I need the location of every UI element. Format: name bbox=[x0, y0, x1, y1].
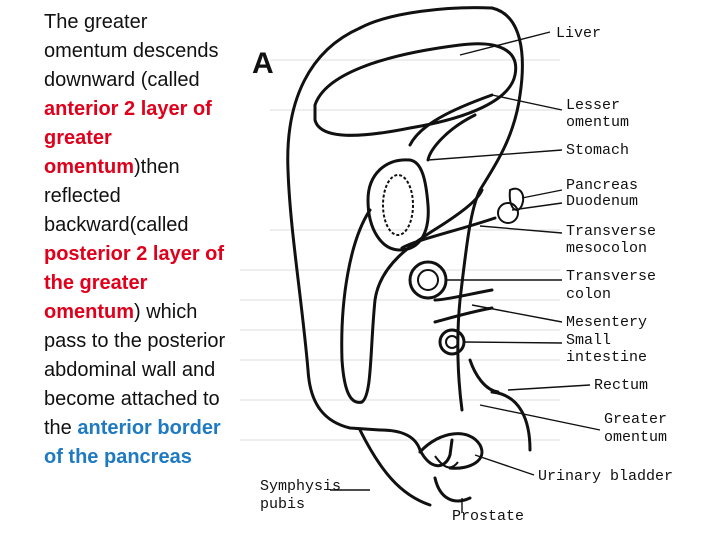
mesentery-leader bbox=[471, 304, 563, 323]
liver-leader bbox=[459, 31, 551, 56]
pelvic-line bbox=[468, 358, 500, 394]
label-symphysis-pubis-1: Symphysis bbox=[260, 478, 341, 495]
greater-omentum-anterior bbox=[340, 208, 372, 404]
label-pancreas: Pancreas bbox=[566, 177, 638, 194]
transverse-mesocolon-line bbox=[400, 216, 497, 250]
pancreas-leader bbox=[521, 189, 563, 199]
description-plain-1: The greater omentum descends downward (c… bbox=[44, 11, 219, 91]
diaphragm-line bbox=[358, 6, 494, 30]
posterior-layer-highlight: posterior 2 layer of the greater omentum bbox=[44, 243, 225, 323]
bladder-detail bbox=[434, 455, 459, 469]
organ-details bbox=[382, 174, 525, 469]
rectum-leader bbox=[507, 384, 591, 391]
stomach-inner bbox=[382, 174, 414, 236]
label-prostate: Prostate bbox=[452, 508, 524, 525]
description-text: The greater omentum descends downward (c… bbox=[44, 8, 234, 472]
duodenum-leader bbox=[511, 202, 563, 211]
prostate-shape bbox=[433, 476, 472, 503]
small-intestine-leader bbox=[463, 341, 563, 344]
label-liver: Liver bbox=[556, 25, 601, 42]
lesser-omentum-leader bbox=[491, 94, 563, 111]
peritoneal-outline bbox=[286, 6, 532, 507]
pancreas-shape bbox=[508, 187, 525, 211]
label-mesentery: Mesentery bbox=[566, 314, 647, 331]
label-lesser-omentum-1: Lesser bbox=[566, 97, 620, 114]
transverse-colon-lumen bbox=[417, 269, 439, 291]
description-plain-2: )then reflected backward(called bbox=[44, 156, 189, 236]
pelvic-floor-line bbox=[358, 428, 432, 507]
liver-shape bbox=[313, 42, 518, 137]
leader-lines bbox=[330, 31, 601, 513]
stomach-outer bbox=[366, 158, 430, 252]
diagram-svg: A Liver Lesser omentum Stomach Pancreas … bbox=[240, 6, 673, 525]
urinary-bladder-leader bbox=[474, 454, 535, 476]
rectum-line bbox=[490, 390, 532, 452]
urinary-bladder-shape bbox=[418, 432, 484, 470]
label-rectum: Rectum bbox=[594, 377, 648, 394]
greater-omentum-leader bbox=[479, 404, 601, 431]
description-plain-3: ) which pass to the posterior abdominal … bbox=[44, 301, 226, 439]
label-small-intestine-1: Small bbox=[566, 332, 611, 349]
mesentery-line bbox=[433, 288, 494, 302]
label-transverse-colon-1: Transverse bbox=[566, 268, 656, 285]
posterior-wall-line bbox=[456, 6, 524, 412]
figure-letter: A bbox=[252, 47, 274, 80]
mesentery-line-2 bbox=[433, 306, 494, 324]
label-greater-omentum-1: Greater bbox=[604, 411, 667, 428]
greater-omentum-posterior bbox=[360, 188, 484, 404]
lesser-omentum-line-2 bbox=[426, 113, 477, 162]
pancreas-border-highlight: anterior border of the pancreas bbox=[44, 417, 221, 468]
duodenum-ring bbox=[497, 202, 519, 224]
label-lesser-omentum-2: omentum bbox=[566, 114, 629, 131]
label-transverse-mesocolon-2: mesocolon bbox=[566, 240, 647, 257]
label-duodenum: Duodenum bbox=[566, 193, 638, 210]
transverse-colon-ring bbox=[408, 260, 448, 300]
lesser-omentum-line bbox=[408, 93, 494, 147]
label-urinary-bladder: Urinary bladder bbox=[538, 468, 673, 485]
label-transverse-colon-2: colon bbox=[566, 286, 611, 303]
label-symphysis-pubis-2: pubis bbox=[260, 496, 305, 513]
diagram-labels: A Liver Lesser omentum Stomach Pancreas … bbox=[252, 25, 673, 525]
peritoneum-diagram: A Liver Lesser omentum Stomach Pancreas … bbox=[230, 0, 720, 540]
mesocolon-leader bbox=[479, 225, 563, 234]
label-transverse-mesocolon-1: Transverse bbox=[566, 223, 656, 240]
label-greater-omentum-2: omentum bbox=[604, 429, 667, 446]
label-stomach: Stomach bbox=[566, 142, 629, 159]
stomach-leader bbox=[427, 149, 563, 161]
small-intestine-lumen bbox=[445, 335, 459, 349]
small-intestine-ring bbox=[438, 328, 466, 356]
label-small-intestine-2: intestine bbox=[566, 349, 647, 366]
anterior-layer-highlight: anterior 2 layer of greater omentum bbox=[44, 98, 212, 178]
